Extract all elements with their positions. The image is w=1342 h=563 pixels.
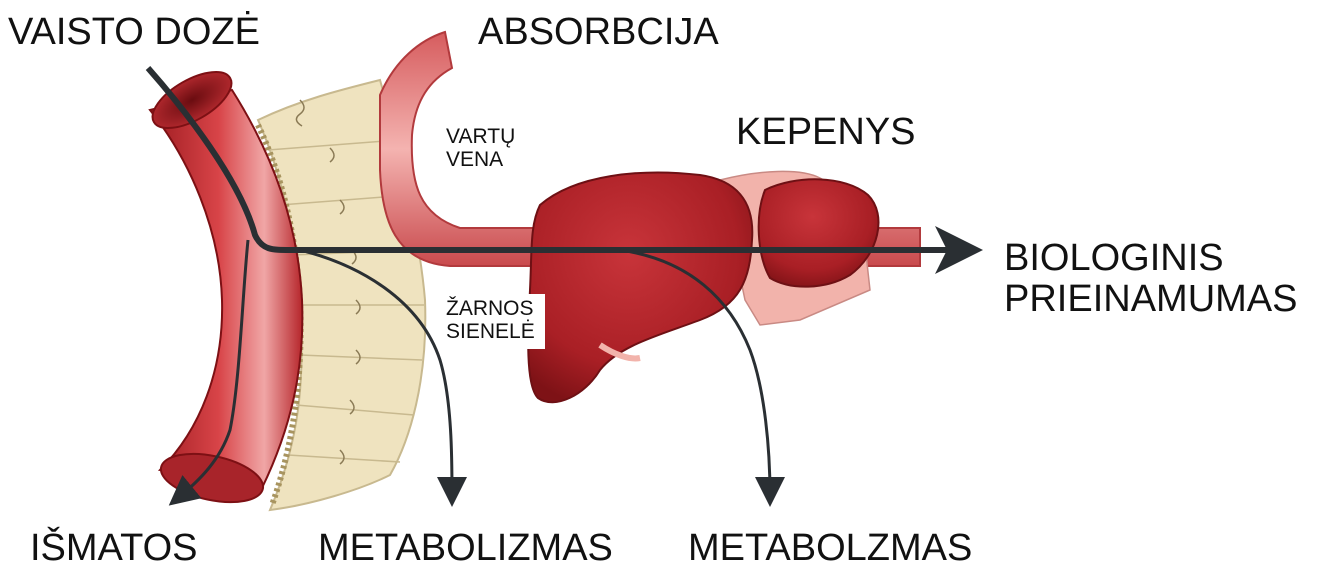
label-gut-wall-line2: SIENELĖ xyxy=(446,321,535,344)
label-portal-vein-line1: VARTŲ xyxy=(446,126,515,149)
label-gut-wall: ŽARNOS SIENELĖ xyxy=(446,294,545,349)
label-gut-wall-line1: ŽARNOS xyxy=(446,298,535,321)
label-feces: IŠMATOS xyxy=(30,528,198,563)
liver-shape xyxy=(528,171,878,402)
label-metabolism-liver: METABOLZMAS xyxy=(688,528,972,563)
label-bioavailability: BIOLOGINIS PRIEINAMUMAS xyxy=(1004,238,1297,320)
label-bioavailability-line1: BIOLOGINIS xyxy=(1004,238,1297,279)
label-drug-dose: VAISTO DOZĖ xyxy=(8,12,260,53)
label-bioavailability-line2: PRIEINAMUMAS xyxy=(1004,279,1297,320)
label-portal-vein: VARTŲ VENA xyxy=(446,122,525,177)
label-liver: KEPENYS xyxy=(736,112,916,153)
label-portal-vein-line2: VENA xyxy=(446,149,515,172)
label-metabolism-gut: METABOLIZMAS xyxy=(318,528,613,563)
label-absorption: ABSORBCIJA xyxy=(478,12,719,53)
